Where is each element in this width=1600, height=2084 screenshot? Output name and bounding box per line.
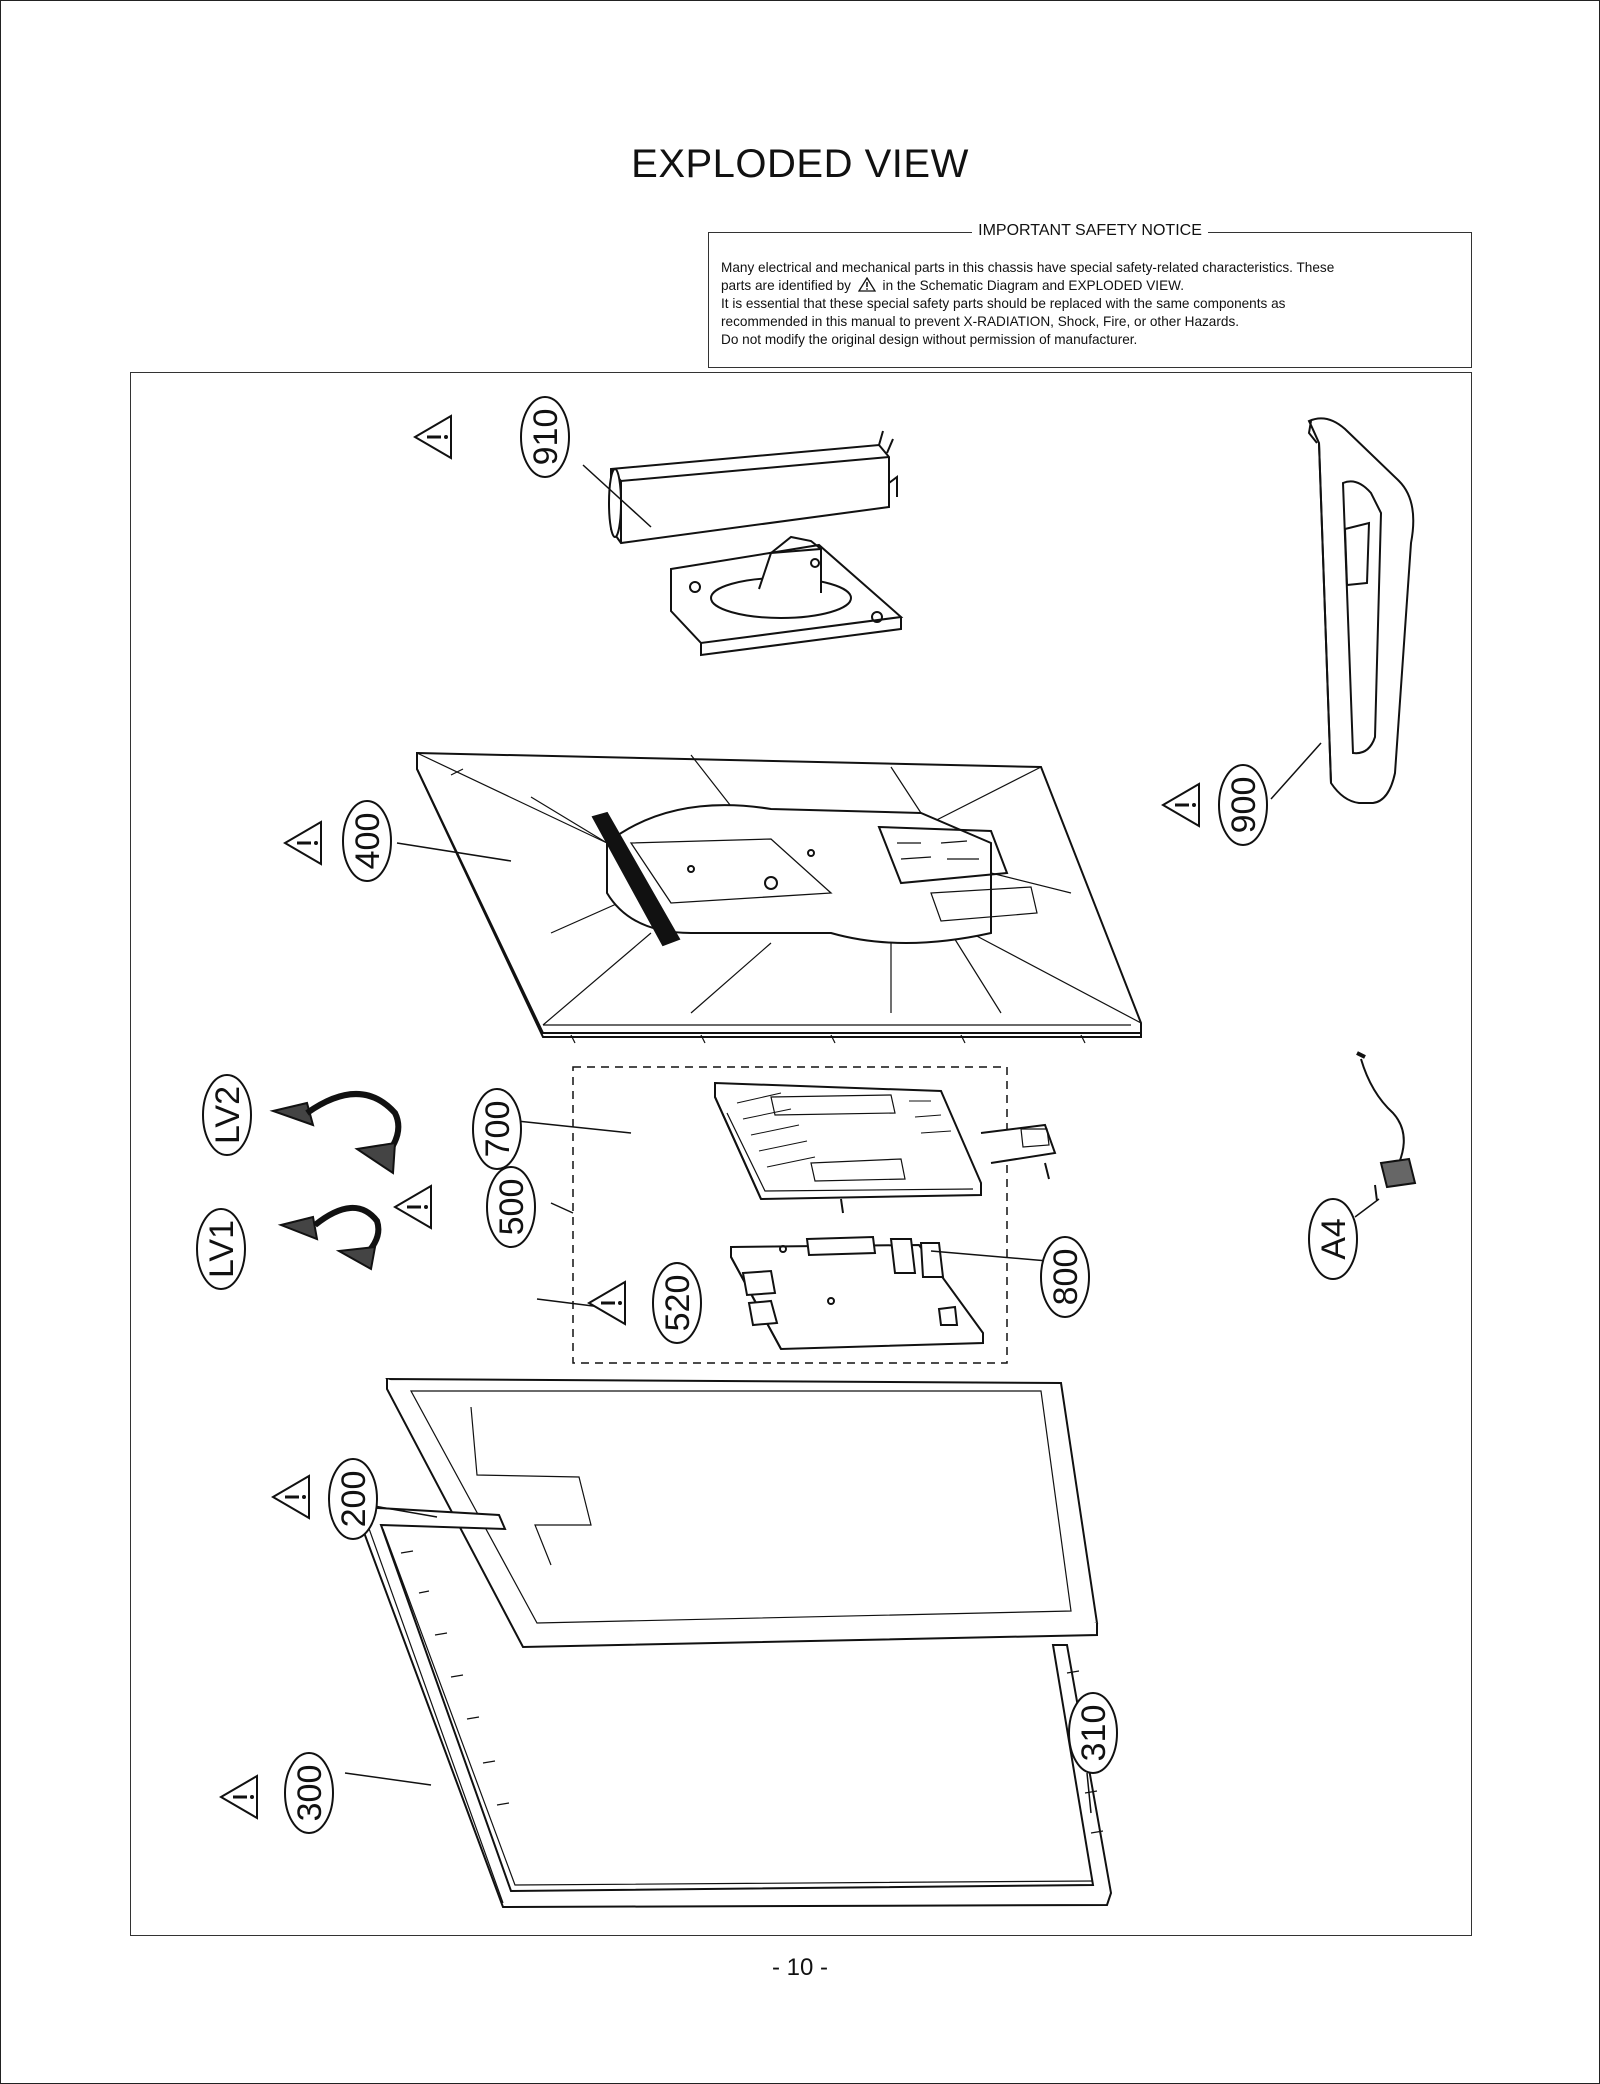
stand-base-part-900 xyxy=(1307,417,1415,804)
main-board-assembly-group-500 xyxy=(572,1066,1008,1364)
callout-800: 800 xyxy=(1040,1236,1090,1318)
callout-900: 900 xyxy=(1218,764,1268,846)
callout-910: 910 xyxy=(520,396,570,478)
lvds-cable-part-lv2 xyxy=(269,1091,402,1175)
callout-lv1: LV1 xyxy=(196,1208,246,1290)
notice-line-2: parts are identified by in the Schematic… xyxy=(721,276,1457,295)
safety-notice-heading: IMPORTANT SAFETY NOTICE xyxy=(972,222,1208,239)
warning-triangle-icon xyxy=(271,1474,311,1520)
notice-line-2-start: parts are identified by xyxy=(721,278,851,293)
warning-triangle-icon xyxy=(219,1774,259,1820)
stand-neck-part-910 xyxy=(608,430,904,657)
callout-520-label: 520 xyxy=(659,1275,697,1332)
leader-lines xyxy=(344,464,1380,1814)
callout-500-label: 500 xyxy=(493,1179,531,1236)
callout-800-label: 800 xyxy=(1047,1249,1085,1306)
lvds-cable-part-lv1 xyxy=(277,1204,382,1271)
notice-line-2-end: in the Schematic Diagram and EXPLODED VI… xyxy=(882,278,1184,293)
callout-520: 520 xyxy=(652,1262,702,1344)
callout-700-label: 700 xyxy=(479,1101,517,1158)
main-board-part-520 xyxy=(730,1235,984,1351)
exploded-view-diagram: 910 900 400 LV2 700 xyxy=(130,372,1472,1936)
notice-line-5: Do not modify the original design withou… xyxy=(721,332,1138,347)
callout-lv1-label: LV1 xyxy=(203,1220,241,1278)
callout-310-label: 310 xyxy=(1075,1705,1113,1762)
callout-200-label: 200 xyxy=(335,1471,373,1528)
warning-triangle-icon xyxy=(1161,782,1201,828)
back-cover-part-400 xyxy=(416,751,1142,1044)
callout-a4: A4 xyxy=(1308,1198,1358,1280)
page-number: - 10 - xyxy=(771,1954,828,1981)
callout-200: 200 xyxy=(328,1458,378,1540)
warning-triangle-icon xyxy=(857,276,876,292)
warning-triangle-icon xyxy=(393,1184,433,1230)
notice-line-3: It is essential that these special safet… xyxy=(721,296,1286,311)
lcd-panel-part-200 xyxy=(385,1377,1099,1649)
callout-900-label: 900 xyxy=(1225,777,1263,834)
notice-line-1: Many electrical and mechanical parts in … xyxy=(721,260,1335,275)
notice-line-4: recommended in this manual to prevent X-… xyxy=(721,314,1240,329)
callout-910-label: 910 xyxy=(527,409,565,466)
warning-triangle-icon xyxy=(283,820,323,866)
callout-400: 400 xyxy=(342,800,392,882)
callout-700: 700 xyxy=(472,1088,522,1170)
safety-notice-body: Many electrical and mechanical parts in … xyxy=(721,259,1457,349)
safety-notice-box: IMPORTANT SAFETY NOTICE Many electrical … xyxy=(708,222,1472,368)
callout-300-label: 300 xyxy=(291,1765,329,1822)
shield-plate-part-700 xyxy=(714,1081,1057,1214)
power-adapter-part-a4 xyxy=(1356,1051,1417,1202)
callout-300: 300 xyxy=(284,1752,334,1834)
warning-triangle-icon xyxy=(413,414,453,460)
callout-400-label: 400 xyxy=(349,813,387,870)
callout-lv2-label: LV2 xyxy=(209,1086,247,1144)
callout-a4-label: A4 xyxy=(1315,1218,1353,1260)
callout-lv2: LV2 xyxy=(202,1074,252,1156)
callout-500: 500 xyxy=(486,1166,536,1248)
callout-310: 310 xyxy=(1068,1692,1118,1774)
page-title: EXPLODED VIEW xyxy=(631,142,969,186)
warning-triangle-icon xyxy=(587,1280,627,1326)
